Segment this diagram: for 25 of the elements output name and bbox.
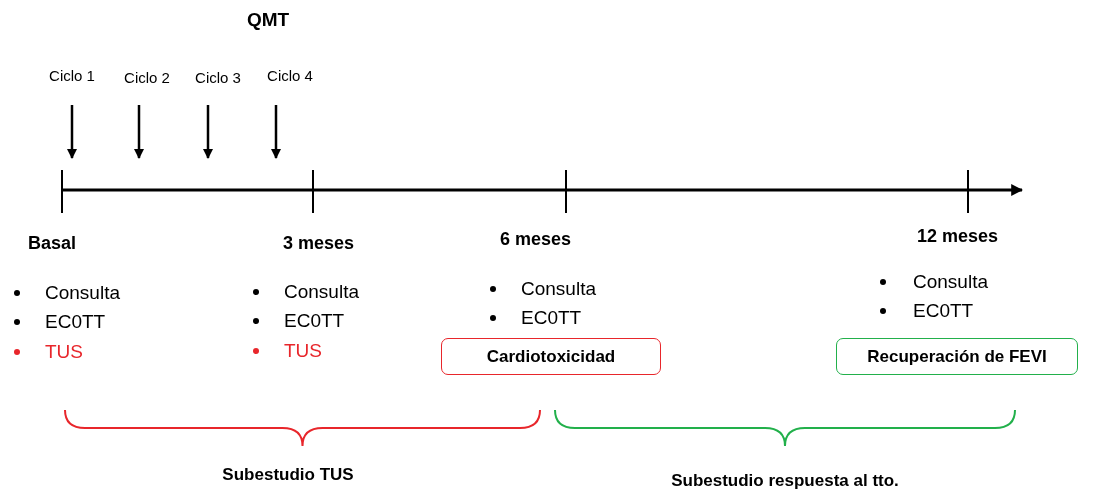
list-item: Consulta [284,282,359,301]
time-point-label: Basal [28,234,77,252]
list-item: Consulta [45,283,120,302]
list-item: TUS [45,342,83,361]
heading: QMT [246,10,290,29]
list-item: Consulta [521,279,596,298]
box-label: Recuperación de FEVI [867,346,1047,367]
box-label: Cardiotoxicidad [486,346,616,367]
cycle-label: Ciclo 3 [195,70,241,85]
time-point-label: 6 meses [500,230,572,248]
list-item: EC0TT [45,312,106,331]
list-item: EC0TT [913,301,974,320]
list-item: EC0TT [521,308,582,327]
cycle-label: Ciclo 4 [267,68,313,83]
time-point-label: 3 meses [283,234,355,252]
list-item: Consulta [913,272,988,291]
substudy-label: Subestudio TUS [222,466,354,483]
outcome-box [836,338,1078,375]
outcome-box [441,338,661,375]
substudy-label: Subestudio respuesta al tto. [671,472,899,489]
time-point-label: 12 meses [917,227,999,245]
cycle-label: Ciclo 1 [49,68,95,83]
list-item: TUS [284,341,322,360]
list-item: EC0TT [284,311,345,330]
cycle-label: Ciclo 2 [124,70,170,85]
